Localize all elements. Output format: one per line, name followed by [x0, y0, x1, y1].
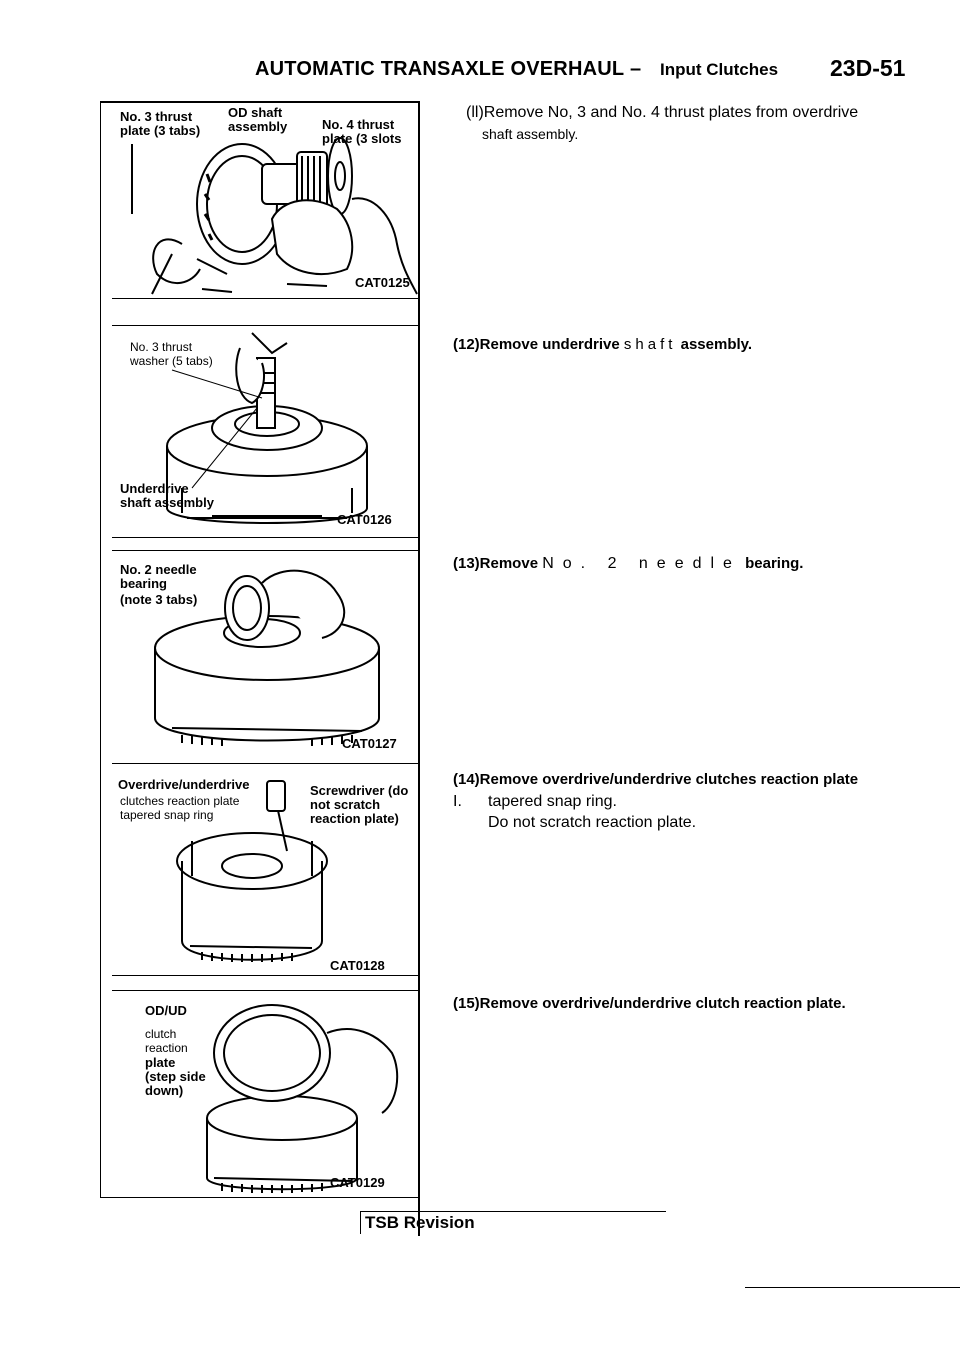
section-subtitle: Input Clutches	[660, 60, 779, 79]
figure-code: CAT0126	[337, 512, 392, 527]
figure-cat0129	[112, 993, 418, 1195]
step-14-text-cont: tapered snap ring.	[488, 793, 617, 810]
tsb-revision-box: TSB Revision	[360, 1211, 666, 1234]
figure-separator	[112, 763, 418, 764]
step-14-caution: Do not scratch reaction plate.	[488, 814, 697, 831]
figure-separator	[112, 975, 418, 976]
figure-separator	[112, 990, 418, 991]
step-12-object: shaft	[623, 336, 677, 353]
label-note-3-tabs: (note 3 tabs)	[120, 592, 198, 607]
tsb-revision-label: TSB Revision	[365, 1213, 475, 1232]
step-14-text: (14)Remove overdrive/underdrive clutches…	[453, 771, 859, 788]
figure-illustration	[131, 137, 418, 295]
label-no3-thrust-plate: No. 3 thrust plate (3 tabs)	[120, 109, 201, 138]
step-13-object: No. 2 needle	[542, 555, 741, 572]
label-od-shaft-assembly: OD shaft assembly	[228, 105, 288, 134]
figure-separator	[112, 325, 418, 326]
figure-illustration	[166, 332, 368, 524]
figure-code: CAT0127	[342, 736, 397, 751]
step-12-action: (12)Remove underdrive	[453, 336, 620, 353]
step-12-text: (12)Remove underdrive shaft assembly.	[453, 336, 752, 353]
step-11-text-cont: shaft assembly.	[482, 126, 579, 142]
figure-illustration	[176, 780, 328, 962]
figure-code: CAT0129	[330, 1175, 385, 1190]
footer-rule	[745, 1287, 960, 1288]
column-divider	[418, 101, 420, 1236]
step-15-text: (15)Remove overdrive/underdrive clutch r…	[453, 995, 846, 1012]
label-plate-step-side-down: plate (step side down)	[145, 1055, 206, 1098]
figure-cat0125	[112, 104, 418, 296]
title-separator: –	[630, 58, 642, 80]
label-underdrive-shaft-assembly: Underdrive shaft assembly	[120, 481, 214, 510]
page-title: AUTOMATIC TRANSAXLE OVERHAUL	[255, 58, 625, 80]
figure-illustration	[154, 569, 380, 746]
figure-cat0126	[112, 328, 418, 534]
label-no2-needle-bearing: No. 2 needle bearing	[120, 562, 197, 591]
step-13-suffix: bearing.	[745, 555, 804, 572]
page-number: 23D-51	[830, 55, 906, 81]
step-11-text: (ll)Remove No, 3 and No. 4 thrust plates…	[466, 104, 859, 121]
step-14-marker: I.	[453, 793, 462, 810]
label-no4-thrust-plate: No. 4 thrust plate (3 slots	[322, 117, 402, 146]
figure-separator	[112, 298, 418, 299]
label-clutch-reaction: clutch reaction	[145, 1027, 188, 1055]
figure-separator	[112, 550, 418, 551]
figure-code: CAT0125	[355, 275, 410, 290]
bottom-frame-rule	[100, 1197, 420, 1198]
label-clutches-reaction-plate: clutches reaction plate tapered snap rin…	[120, 794, 240, 822]
figure-cat0128	[112, 766, 418, 972]
left-frame-rule	[100, 101, 101, 1197]
step-12-suffix: assembly.	[680, 336, 753, 353]
label-od-ud: OD/UD	[145, 1003, 187, 1018]
label-no3-thrust-washer: No. 3 thrust washer (5 tabs)	[130, 340, 213, 368]
figure-cat0127	[112, 553, 418, 760]
top-rule	[100, 101, 420, 103]
step-13-action: (13)Remove	[453, 555, 539, 572]
step-13-text: (13)Remove No. 2 needle bearing.	[453, 555, 803, 573]
figure-code: CAT0128	[330, 958, 385, 973]
figure-illustration	[206, 1004, 399, 1193]
label-overdrive-underdrive: Overdrive/underdrive	[118, 777, 250, 792]
label-screwdriver-note: Screwdriver (do not scratch reaction pla…	[310, 783, 409, 826]
figure-separator	[112, 537, 418, 538]
